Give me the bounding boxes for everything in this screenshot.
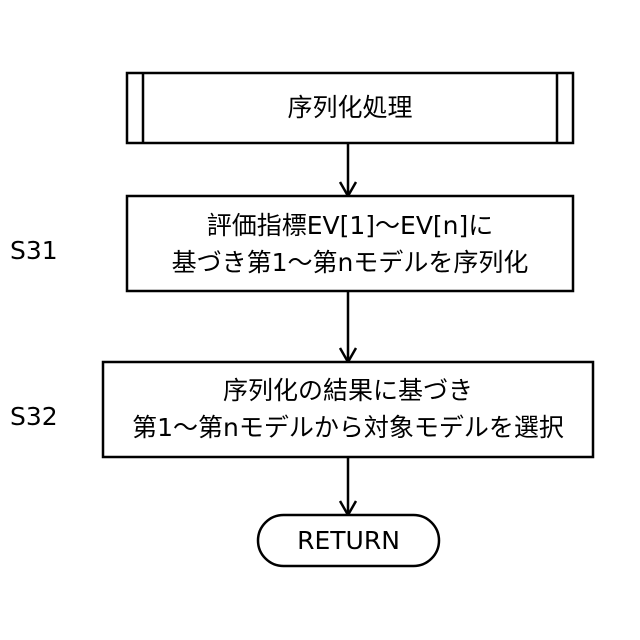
s31-text-line-1: 評価指標EV[1]～EV[n]に	[127, 207, 573, 244]
s32-text-line-2: 第1～第nモデルから対象モデルを選択	[103, 409, 593, 446]
s31-text-line-2: 基づき第1～第nモデルを序列化	[127, 244, 573, 281]
s32-text-line-1: 序列化の結果に基づき	[103, 372, 593, 409]
step-id-s31: S31	[10, 236, 58, 265]
return-label: RETURN	[258, 522, 439, 559]
start-subroutine-label: 序列化処理	[143, 89, 557, 126]
step-id-s32: S32	[10, 402, 58, 431]
